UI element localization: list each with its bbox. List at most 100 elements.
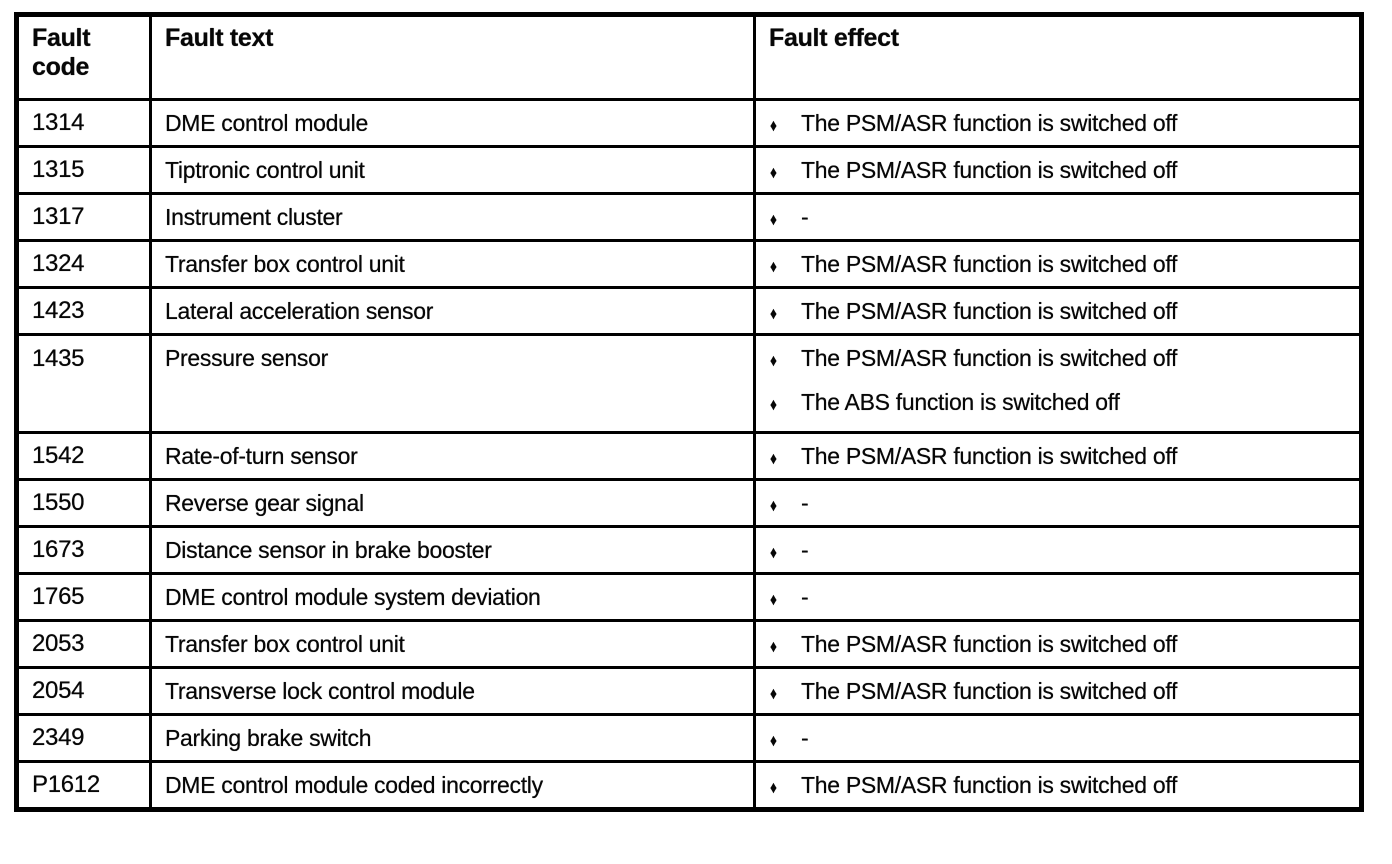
header-fault-text: Fault text bbox=[149, 13, 756, 101]
header-row: Fault code Fault text Fault effect bbox=[15, 13, 1363, 101]
effect-line: ♦- bbox=[770, 725, 1353, 752]
fault-effect-cell: ♦- bbox=[753, 713, 1363, 763]
bullet-diamond-icon: ♦ bbox=[770, 636, 777, 656]
fault-effect-text: - bbox=[801, 489, 809, 516]
fault-effect-text: The PSM/ASR function is switched off bbox=[801, 630, 1178, 657]
effect-line: ♦The PSM/ASR function is switched off bbox=[770, 157, 1353, 184]
fault-effect-cell: ♦- bbox=[753, 525, 1363, 575]
table-header: Fault code Fault text Fault effect bbox=[15, 13, 1363, 101]
fault-effect-text: The ABS function is switched off bbox=[801, 389, 1120, 415]
fault-text-cell: DME control module bbox=[149, 98, 756, 148]
effect-line: ♦ The PSM/ASR function is switched off bbox=[770, 110, 1353, 137]
fault-effect-list: ♦- bbox=[770, 490, 1353, 517]
fault-effect-text: The PSM/ASR function is switched off bbox=[801, 109, 1178, 136]
fault-text-cell: Transverse lock control module bbox=[149, 666, 756, 716]
bullet-diamond-icon: ♦ bbox=[770, 256, 777, 276]
fault-effect-text: - bbox=[801, 583, 809, 610]
fault-effect-text: The PSM/ASR function is switched off bbox=[801, 250, 1178, 277]
fault-effect-cell: ♦- bbox=[753, 478, 1363, 528]
fault-effect-cell: ♦ The PSM/ASR function is switched off bbox=[753, 286, 1363, 336]
bullet-diamond-icon: ♦ bbox=[770, 589, 777, 609]
fault-effect-cell: ♦The PSM/ASR function is switched off bbox=[753, 666, 1363, 716]
bullet-diamond-icon: ♦ bbox=[770, 303, 777, 323]
fault-effect-cell: ♦ The PSM/ASR function is switched off bbox=[753, 239, 1363, 289]
effect-line: ♦The PSM/ASR function is switched off bbox=[770, 345, 1353, 372]
fault-effect-cell: ♦ The PSM/ASR function is switched off bbox=[753, 760, 1363, 811]
fault-code-cell: 1314 bbox=[15, 98, 152, 148]
fault-text-cell: DME control module system deviation bbox=[149, 572, 756, 622]
effect-line: ♦- bbox=[770, 490, 1353, 517]
fault-effect-list: ♦- bbox=[770, 204, 1353, 231]
fault-text-cell: Pressure sensor bbox=[149, 333, 756, 434]
fault-effect-text: The PSM/ASR function is switched off bbox=[801, 442, 1178, 469]
effect-line: ♦ The PSM/ASR function is switched off bbox=[770, 298, 1353, 325]
fault-effect-list: ♦The PSM/ASR function is switched off ♦Th… bbox=[770, 345, 1353, 416]
fault-effect-cell: ♦ The PSM/ASR function is switched off bbox=[753, 431, 1363, 481]
table-row: 2054 Transverse lock control module ♦The… bbox=[15, 666, 1363, 716]
fault-code-cell: 1765 bbox=[15, 572, 152, 622]
table-body: 1314 DME control module ♦The PSM/ASR fun… bbox=[15, 98, 1363, 811]
fault-text-cell: Rate-of-turn sensor bbox=[149, 431, 756, 481]
fault-effect-text: The PSM/ASR function is switched off bbox=[801, 297, 1178, 324]
fault-text-cell: DME control module coded incorrectly bbox=[149, 760, 756, 811]
fault-text-cell: Reverse gear signal bbox=[149, 478, 756, 528]
fault-code-cell: 1315 bbox=[15, 145, 152, 195]
fault-effect-cell: ♦ The PSM/ASR function is switched off bbox=[753, 619, 1363, 669]
fault-effect-list: ♦The PSM/ASR function is switched off bbox=[770, 678, 1353, 705]
fault-effect-list: ♦ The PSM/ASR function is switched off bbox=[770, 298, 1353, 325]
bullet-diamond-icon: ♦ bbox=[770, 542, 777, 562]
fault-code-cell: 1550 bbox=[15, 478, 152, 528]
effect-line: ♦- bbox=[770, 537, 1353, 564]
bullet-diamond-icon: ♦ bbox=[770, 448, 777, 468]
table-row: 1435 Pressure sensor ♦The PSM/ASR functi… bbox=[15, 333, 1363, 434]
table-row: P1612 DME control module coded incorrect… bbox=[15, 760, 1363, 811]
fault-code-cell: 2053 bbox=[15, 619, 152, 669]
fault-effect-text: The PSM/ASR function is switched off bbox=[801, 345, 1178, 371]
fault-text-cell: Parking brake switch bbox=[149, 713, 756, 763]
header-fault-effect: Fault effect bbox=[753, 13, 1363, 101]
fault-effect-list: ♦- bbox=[770, 584, 1353, 611]
effect-line: ♦ The PSM/ASR function is switched off bbox=[770, 631, 1353, 658]
fault-effect-cell: ♦The PSM/ASR function is switched off ♦Th… bbox=[753, 333, 1363, 434]
fault-effect-cell: ♦- bbox=[753, 192, 1363, 242]
fault-effect-list: ♦ The PSM/ASR function is switched off bbox=[770, 772, 1353, 799]
table-row: 1765 DME control module system deviation… bbox=[15, 572, 1363, 622]
effect-line: ♦The PSM/ASR function is switched off bbox=[770, 678, 1353, 705]
table-row: 1315 Tiptronic control unit ♦The PSM/ASR… bbox=[15, 145, 1363, 195]
fault-code-cell: 1423 bbox=[15, 286, 152, 336]
bullet-diamond-icon: ♦ bbox=[770, 730, 777, 750]
fault-code-cell: 1542 bbox=[15, 431, 152, 481]
header-fault-code: Fault code bbox=[15, 13, 152, 101]
fault-effect-text: - bbox=[801, 203, 809, 230]
bullet-diamond-icon: ♦ bbox=[770, 495, 777, 515]
fault-effect-text: - bbox=[801, 724, 809, 751]
fault-effect-list: ♦- bbox=[770, 537, 1353, 564]
bullet-diamond-icon: ♦ bbox=[770, 162, 777, 182]
fault-text-cell: Lateral acceleration sensor bbox=[149, 286, 756, 336]
table-row: 1314 DME control module ♦ The PSM/ASR fun… bbox=[15, 98, 1363, 148]
fault-text-cell: Distance sensor in brake booster bbox=[149, 525, 756, 575]
fault-text-cell: Transfer box control unit bbox=[149, 619, 756, 669]
fault-effect-text: The PSM/ASR function is switched off bbox=[801, 771, 1178, 798]
bullet-diamond-icon: ♦ bbox=[770, 115, 777, 135]
bullet-diamond-icon: ♦ bbox=[770, 777, 777, 797]
table-row: 1423 Lateral acceleration sensor ♦ The PS… bbox=[15, 286, 1363, 336]
table-row: 1542 Rate-of-turn sensor ♦ The PSM/ASR fu… bbox=[15, 431, 1363, 481]
fault-effect-cell: ♦- bbox=[753, 572, 1363, 622]
effect-line: ♦- bbox=[770, 204, 1353, 231]
bullet-diamond-icon: ♦ bbox=[770, 683, 777, 703]
fault-text-cell: Instrument cluster bbox=[149, 192, 756, 242]
fault-effect-list: ♦- bbox=[770, 725, 1353, 752]
fault-code-cell: 1317 bbox=[15, 192, 152, 242]
effect-line: ♦ The PSM/ASR function is switched off bbox=[770, 443, 1353, 470]
fault-code-cell: 1435 bbox=[15, 333, 152, 434]
effect-line: ♦The ABS function is switched off bbox=[770, 389, 1353, 416]
fault-code-cell: 1324 bbox=[15, 239, 152, 289]
effect-line: ♦ The PSM/ASR function is switched off bbox=[770, 772, 1353, 799]
table-row: 2053 Transfer box control unit ♦ The PSM/… bbox=[15, 619, 1363, 669]
fault-code-cell: 2054 bbox=[15, 666, 152, 716]
fault-effect-list: ♦ The PSM/ASR function is switched off bbox=[770, 631, 1353, 658]
fault-effect-list: ♦ The PSM/ASR function is switched off bbox=[770, 443, 1353, 470]
table-row: 1317 Instrument cluster ♦- bbox=[15, 192, 1363, 242]
